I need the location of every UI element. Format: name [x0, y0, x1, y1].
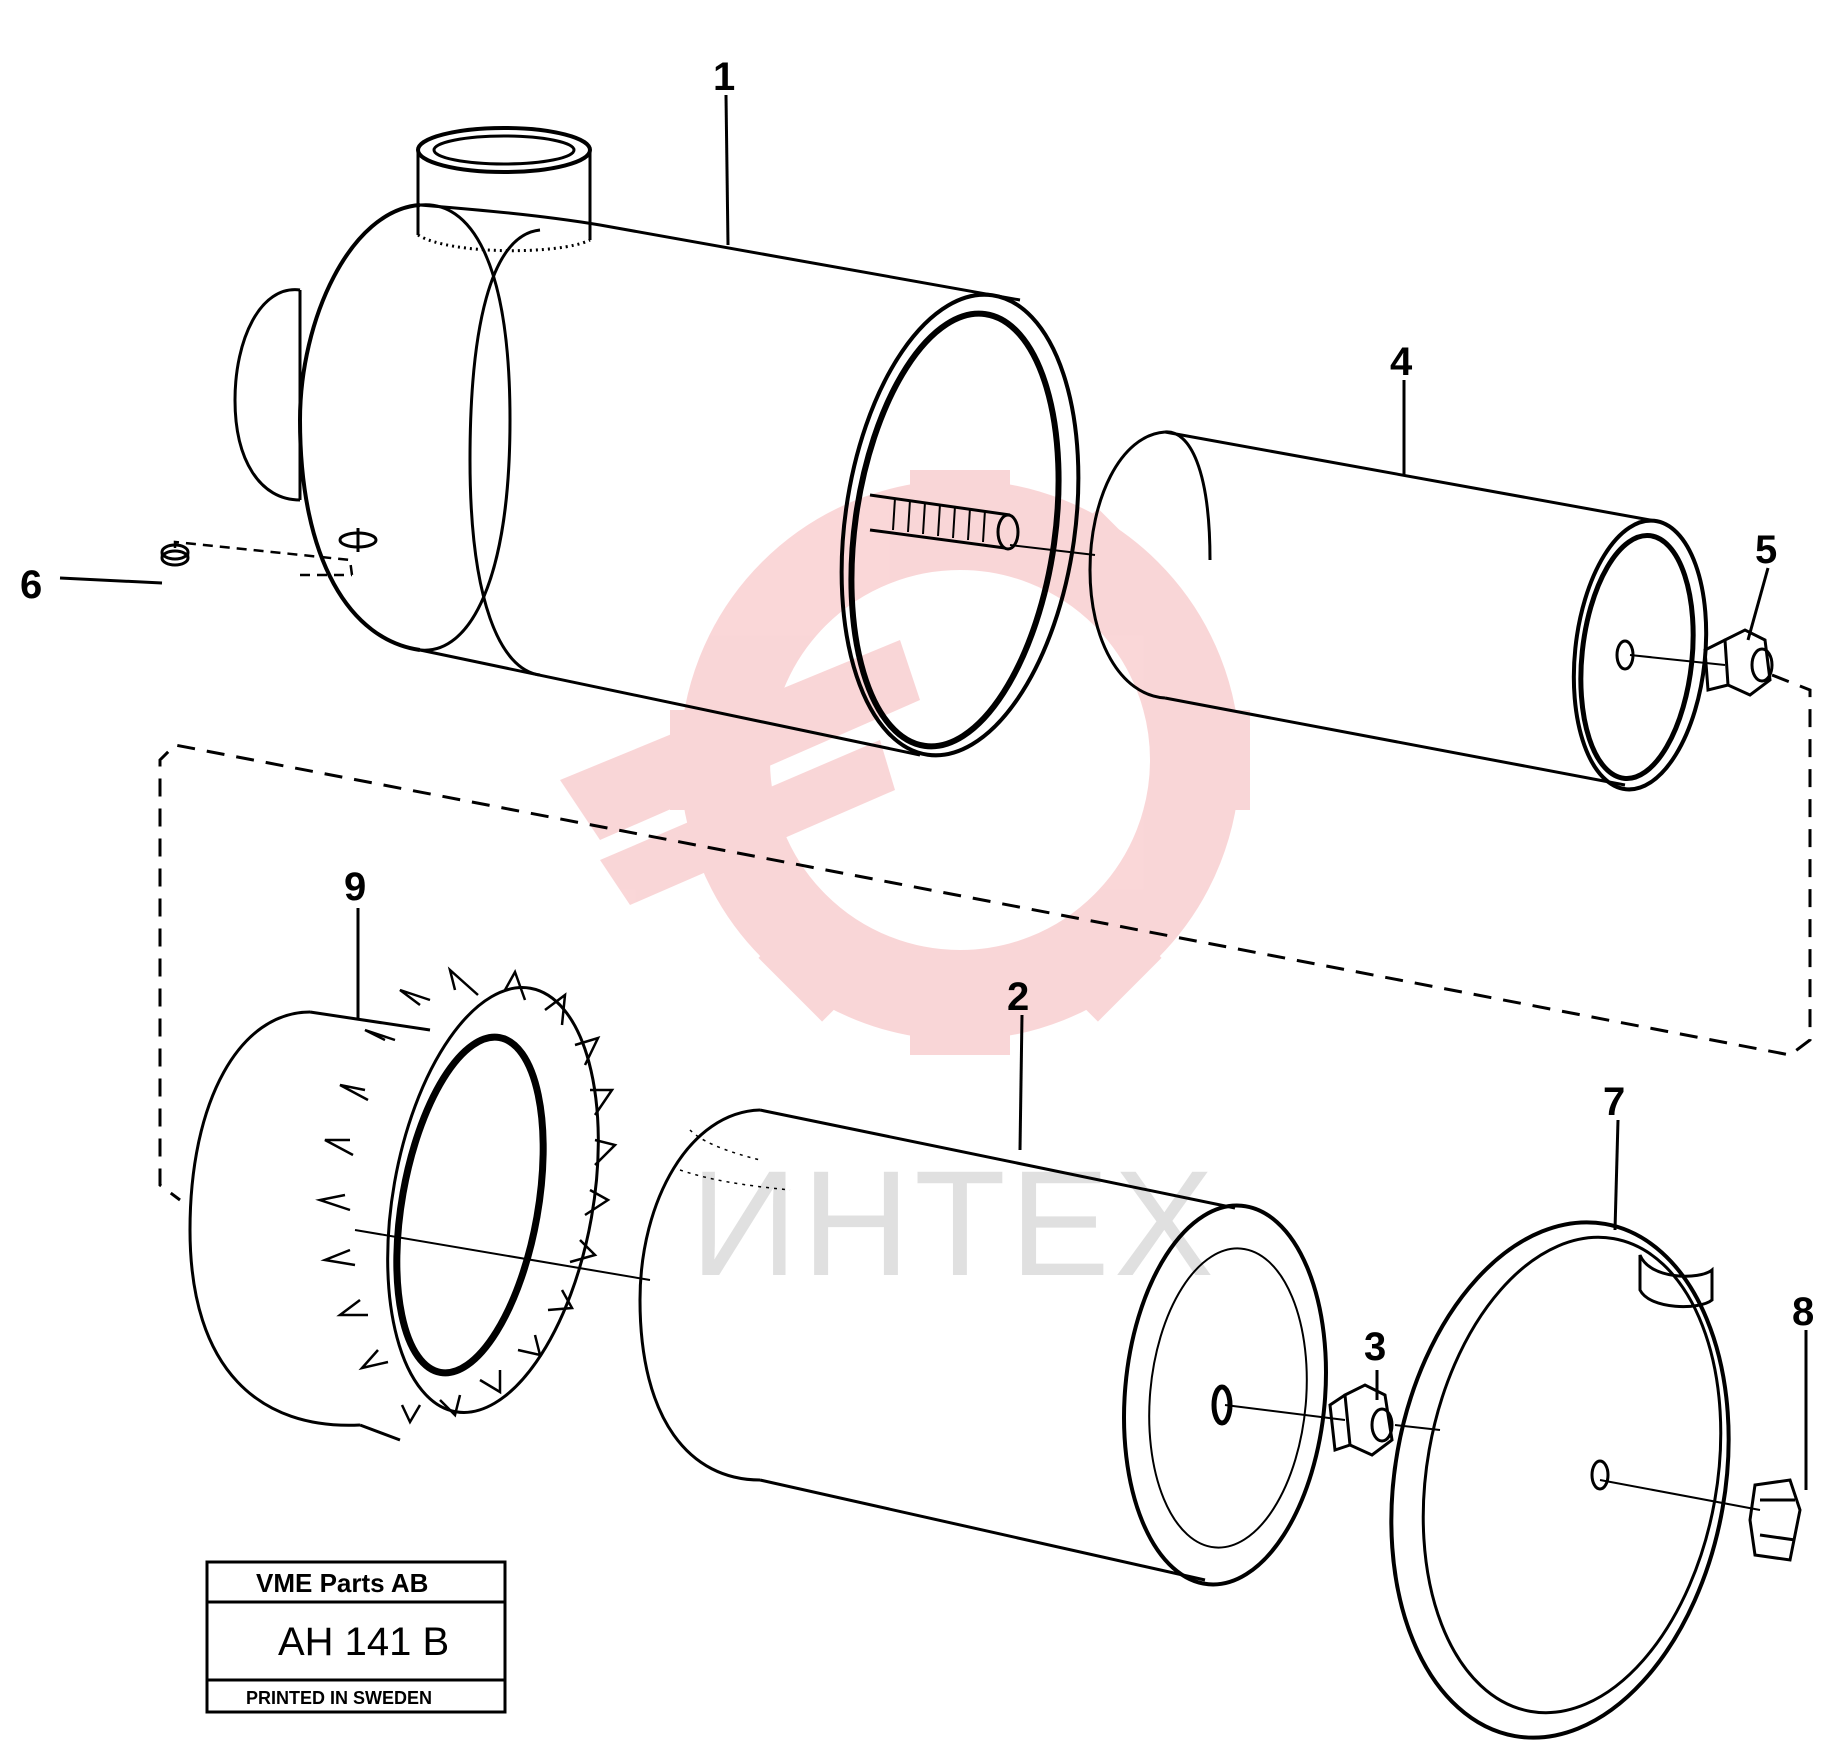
title-block-footer: PRINTED IN SWEDEN — [246, 1688, 432, 1708]
callout-leaders — [59, 94, 1808, 1490]
callout-4: 4 — [1390, 340, 1413, 384]
part-2-filter-element — [354, 1108, 1346, 1587]
watermark-text: ИНТЕХ — [690, 1139, 1218, 1307]
part-8-wing-nut — [1748, 1478, 1802, 1562]
title-block-code: AH 141 B — [278, 1620, 449, 1664]
title-block: VME Parts AB AH 141 B PRINTED IN SWEDEN — [205, 1560, 507, 1714]
part-7-cover — [1389, 1220, 1761, 1740]
callout-3: 3 — [1364, 1325, 1386, 1369]
part-5-nut — [1703, 628, 1774, 697]
callout-1: 1 — [713, 55, 735, 99]
callout-7: 7 — [1603, 1080, 1625, 1124]
part-1-housing — [233, 126, 1081, 758]
callout-5: 5 — [1755, 528, 1777, 572]
assembly-relation-frame — [158, 673, 1812, 1202]
callout-6: 6 — [20, 563, 42, 607]
part-3-nut — [1328, 1383, 1441, 1457]
callout-9: 9 — [344, 865, 366, 909]
callout-2: 2 — [1007, 975, 1029, 1019]
watermark-gear-logo — [560, 470, 1250, 1055]
part-9-precleaner — [188, 966, 618, 1442]
callout-8: 8 — [1792, 1290, 1814, 1334]
part-6-guide — [160, 540, 354, 577]
title-block-company: VME Parts AB — [256, 1568, 428, 1598]
